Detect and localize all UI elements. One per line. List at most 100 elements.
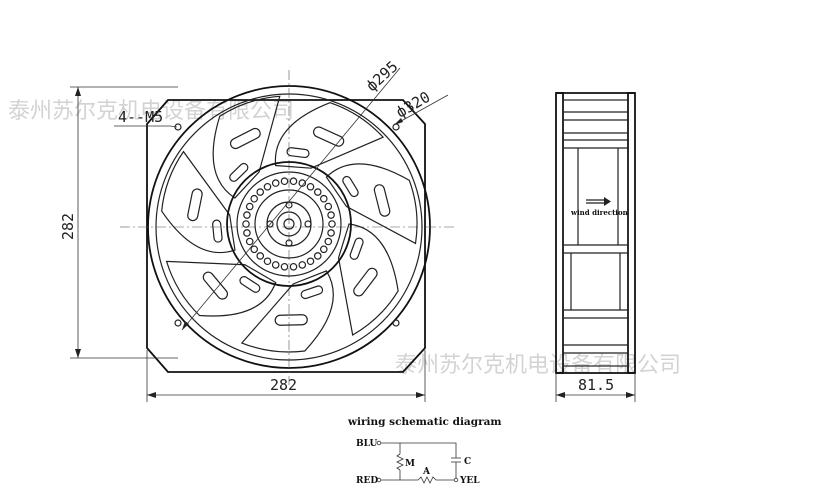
hub-shaft-ring: [276, 211, 302, 237]
terminal-red: [376, 477, 382, 483]
wiring-schematic: wiring schematic diagram BLU RED YEL M A…: [347, 416, 502, 486]
dim-mounting-holes-label: 4--M5: [118, 108, 163, 126]
dim-width-label: 282: [270, 376, 297, 394]
airflow-arrow-head: [604, 197, 611, 206]
hub-vent-hole: [245, 237, 254, 246]
blade-slot: [373, 184, 391, 217]
hub-inner: [254, 189, 324, 259]
dim-depth: 81.5: [555, 373, 636, 402]
terminal-yel-label: YEL: [459, 476, 480, 486]
fan-blade: [325, 163, 418, 245]
fan-frame: [146, 99, 426, 373]
hub-vent-holes: [242, 177, 336, 271]
dim-width-arrow-right: [416, 392, 425, 398]
blade-slot-inner: [286, 147, 310, 159]
terminal-blu: [376, 440, 382, 446]
hub-vent-hole: [256, 188, 265, 196]
hub-vent-hole: [263, 182, 272, 191]
hub-vent-hole: [250, 194, 259, 203]
dim-depth-arrow-left: [556, 392, 565, 398]
wire-blu: [381, 442, 401, 454]
hub-ring: [236, 171, 342, 277]
airflow-arrow: [586, 197, 611, 206]
watermark-bottom: 泰州苏尔克机电设备有限公司: [395, 353, 681, 378]
hub-vent-hole: [327, 211, 335, 219]
winding-m: [396, 453, 404, 471]
dim-depth-label: 81.5: [578, 376, 614, 394]
hub-vent-hole: [280, 262, 289, 271]
hub-vent-hole: [243, 229, 251, 237]
front-view: [120, 70, 455, 385]
fan-blades: [161, 95, 418, 353]
blade-slot: [202, 271, 229, 300]
dim-blade-diameter-arrow: [182, 321, 189, 330]
winding-m-label: M: [405, 459, 415, 469]
hub-vent-hole: [324, 237, 333, 246]
hub-outer: [226, 161, 352, 287]
blade-slot-inner: [212, 219, 223, 243]
dim-width: 282: [146, 350, 426, 402]
dim-height-label: 282: [59, 213, 77, 240]
mounting-holes: [174, 123, 400, 327]
hub-vent-hole: [306, 257, 315, 266]
hub-vent-hole: [298, 179, 307, 187]
airflow-label: wind direction: [570, 208, 628, 217]
mount-hole-bl: [174, 319, 182, 327]
hub-vent-hole: [243, 211, 251, 219]
hub-vent-hole: [319, 245, 328, 254]
hub-screw-left: [266, 220, 274, 228]
hub-vent-hole: [263, 257, 272, 266]
side-flange-right: [627, 92, 636, 374]
blade-slot-inner: [349, 237, 364, 260]
blade-slot-inner: [342, 175, 359, 198]
hub-vent-hole: [313, 188, 322, 196]
hub-vent-hole: [289, 177, 298, 186]
fan-blade: [274, 102, 385, 169]
hub-vent-hole: [280, 177, 289, 186]
dim-outer-diameter-line: [393, 94, 449, 126]
blade-slot: [229, 127, 261, 150]
hub-vent-hole: [319, 194, 328, 203]
wire-red: [381, 470, 401, 481]
side-housing: [562, 99, 629, 367]
dim-depth-arrow-right: [626, 392, 635, 398]
hub-shaft: [283, 218, 295, 230]
hub-vent-hole: [245, 202, 254, 211]
hub-screw-right: [304, 220, 312, 228]
blade-slot: [313, 126, 345, 147]
dim-width-arrow-left: [147, 392, 156, 398]
blade-slot-inner: [229, 162, 249, 182]
winding-a: [400, 476, 454, 484]
hub-screw-bottom: [285, 239, 293, 247]
winding-a-label: A: [422, 467, 431, 477]
hub-vent-hole: [327, 229, 335, 237]
dim-outer-diameter-arrow: [394, 118, 403, 125]
hub-vent-hole: [271, 261, 280, 269]
hub-vent-hole: [289, 262, 298, 271]
dim-mounting-holes-leader: [169, 125, 178, 128]
dim-mounting-holes: 4--M5: [114, 108, 178, 128]
hub-vent-hole: [298, 261, 307, 269]
blade-slot-inner: [239, 276, 261, 293]
fan-blade: [161, 150, 236, 254]
dim-blade-diameter-line: [181, 67, 401, 331]
hub-vent-hole: [242, 220, 250, 228]
mount-hole-tr: [392, 123, 400, 131]
hub-vent-hole: [256, 252, 265, 260]
blade-slot: [187, 188, 203, 222]
hub-vent-hole: [271, 179, 280, 187]
mount-hole-br: [392, 319, 400, 327]
wire-top-bus: [400, 442, 457, 458]
fan-blade: [337, 223, 399, 336]
hub-vent-hole: [250, 245, 259, 254]
blade-slot: [353, 267, 378, 297]
blade-slot: [274, 314, 308, 326]
side-view: wind direction: [555, 92, 636, 374]
dim-height-arrow-top: [75, 87, 81, 96]
hub-vent-hole: [313, 252, 322, 260]
hub-vent-hole: [324, 202, 333, 211]
wiring-title: wiring schematic diagram: [347, 416, 502, 428]
fan-blade: [165, 260, 277, 317]
fan-blade: [212, 95, 281, 199]
